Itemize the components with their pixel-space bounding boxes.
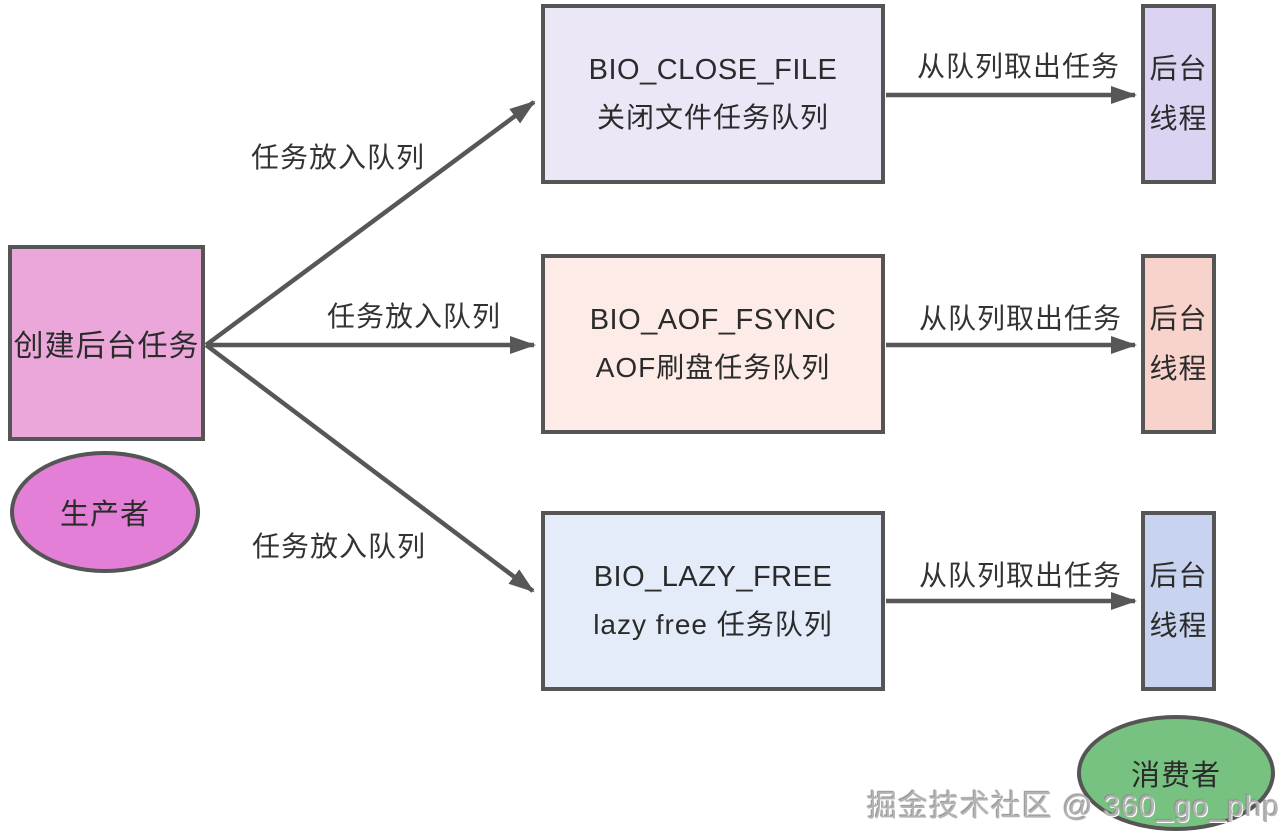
edge-label-dequeue-1: 从队列取出任务 <box>917 51 1121 82</box>
watermark: 掘金技术社区 @ 360_go_php <box>867 790 1280 823</box>
thread-label-line2: 线程 <box>1149 103 1208 134</box>
queue-name: BIO_CLOSE_FILE <box>588 54 838 86</box>
edge-label-dequeue-2: 从队列取出任务 <box>919 303 1123 334</box>
arrow-enqueue-close-file <box>204 100 536 347</box>
thread-box-aof-fsync: 后台 线程 <box>1141 254 1216 434</box>
queue-desc: AOF刷盘任务队列 <box>595 352 831 383</box>
queue-name: BIO_AOF_FSYNC <box>589 304 837 336</box>
consumer-ellipse: 消费者 <box>1077 715 1275 831</box>
queue-box-bio-close-file: BIO_CLOSE_FILE 关闭文件任务队列 <box>541 4 885 184</box>
queue-box-bio-aof-fsync: BIO_AOF_FSYNC AOF刷盘任务队列 <box>541 254 885 434</box>
thread-label-line1: 后台 <box>1149 560 1208 591</box>
thread-label-line2: 线程 <box>1149 353 1208 384</box>
thread-box-close-file: 后台 线程 <box>1141 4 1216 184</box>
producer-task-label: 创建后台任务 <box>13 330 200 363</box>
thread-label-line1: 后台 <box>1149 53 1208 84</box>
consumer-label: 消费者 <box>1130 760 1221 792</box>
queue-desc: lazy free 任务队列 <box>593 609 833 640</box>
queue-box-bio-lazy-free: BIO_LAZY_FREE lazy free 任务队列 <box>541 511 885 691</box>
thread-label-line2: 线程 <box>1149 610 1208 641</box>
thread-label-line1: 后台 <box>1149 303 1208 334</box>
edge-label-enqueue-2: 任务放入队列 <box>327 301 502 332</box>
queue-desc: 关闭文件任务队列 <box>596 102 829 133</box>
edge-label-enqueue-1: 任务放入队列 <box>251 142 426 173</box>
producer-ellipse: 生产者 <box>10 451 200 573</box>
producer-label: 生产者 <box>59 499 150 531</box>
queue-name: BIO_LAZY_FREE <box>593 561 833 593</box>
producer-task-box: 创建后台任务 <box>8 245 205 441</box>
arrow-enqueue-lazy-free <box>204 343 535 593</box>
edge-label-enqueue-3: 任务放入队列 <box>252 531 427 562</box>
edge-label-dequeue-3: 从队列取出任务 <box>919 560 1123 591</box>
thread-box-lazy-free: 后台 线程 <box>1141 511 1216 691</box>
